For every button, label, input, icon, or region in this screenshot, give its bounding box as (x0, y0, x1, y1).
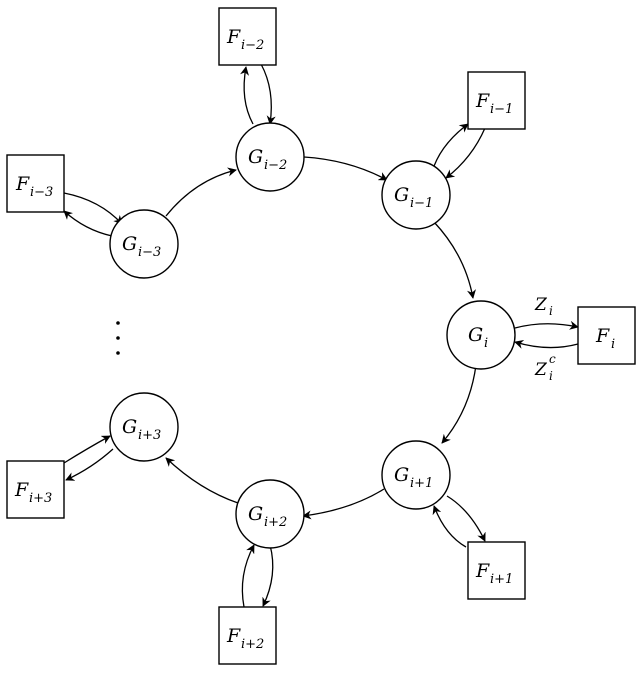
node-f-i: F i (577, 306, 636, 365)
edge-gi-to-fi (514, 320, 579, 330)
edge-fi-to-gi (514, 340, 579, 349)
node-g-i-letter: G (468, 324, 483, 346)
vertical-ellipsis (116, 321, 120, 355)
edge-label-z-in-sub: i (549, 369, 553, 383)
node-g-ip2-letter: G (248, 503, 263, 525)
node-f-im1: F i−1 (467, 71, 526, 130)
node-f-im1-letter: F (475, 90, 490, 112)
node-g-im1-letter: G (394, 184, 409, 206)
node-f-ip3: F i+3 (6, 460, 65, 519)
edge-fim3-to-gim3 (63, 192, 123, 225)
edge-gim1-to-gi (433, 221, 476, 299)
node-g-im1-sub: i−1 (410, 196, 433, 211)
edge-gip1-to-gip2 (302, 488, 385, 520)
node-g-ip3-letter: G (122, 416, 137, 438)
edge-gim3-to-gim2 (165, 167, 237, 217)
edge-gim3-to-fim3 (63, 210, 113, 237)
edge-label-z-out-letter: Z (534, 295, 548, 315)
node-g-im3-letter: G (122, 233, 137, 255)
node-f-im3: F i−3 (6, 154, 65, 213)
edge-label-z-out-sub: i (549, 304, 553, 318)
node-f-im2-sub: i−2 (241, 38, 264, 53)
node-f-im2-letter: F (226, 26, 241, 48)
node-g-ip2: G i+2 (235, 479, 305, 549)
edge-fip1-to-gip1 (432, 505, 467, 548)
edge-label-z-in: Z i c (534, 352, 556, 383)
node-f-ip3-sub: i+3 (29, 491, 52, 506)
node-g-ip1-letter: G (394, 464, 409, 486)
edge-gip2-to-gip3 (165, 457, 239, 504)
node-g-im2-letter: G (248, 146, 263, 168)
node-g-ip3-sub: i+3 (138, 428, 161, 443)
edge-gim2-to-fim2 (240, 66, 254, 125)
node-f-ip1: F i+1 (467, 541, 526, 600)
node-g-i-sub: i (484, 336, 488, 351)
node-g-ip2-sub: i+2 (264, 515, 287, 530)
edge-label-z-out: Z i (534, 295, 553, 318)
node-g-i: G i (446, 300, 516, 370)
edge-gip1-to-fip1 (446, 495, 486, 542)
node-f-i-letter: F (595, 325, 610, 347)
node-f-im2: F i−2 (218, 7, 277, 66)
node-f-i-sub: i (611, 337, 615, 352)
edge-gim1-to-fim1 (431, 123, 469, 173)
edge-label-z-in-letter: Z (534, 360, 548, 380)
node-f-im1-sub: i−1 (490, 102, 513, 117)
node-f-im3-sub: i−3 (30, 185, 53, 200)
edge-fip3-to-gip3 (63, 435, 111, 464)
edge-gi-to-gip1 (441, 364, 477, 444)
edge-fim2-to-gim2 (260, 63, 276, 125)
node-f-ip1-sub: i+1 (490, 572, 513, 587)
node-g-ip1-sub: i+1 (410, 476, 433, 491)
node-f-ip3-letter: F (14, 479, 29, 501)
edge-fip2-to-gip2 (241, 544, 255, 608)
cycle-edges (165, 156, 477, 520)
node-g-im2: G i−2 (235, 122, 305, 192)
edge-gip2-to-fip2 (262, 544, 274, 607)
node-f-im3-letter: F (15, 173, 30, 195)
node-g-im3-sub: i−3 (138, 245, 161, 260)
edge-gim2-to-gim1 (303, 156, 388, 181)
node-f-ip1-letter: F (475, 560, 490, 582)
node-f-ip2: F i+2 (218, 606, 277, 665)
node-g-im2-sub: i−2 (264, 158, 287, 173)
node-g-ip1: G i+1 (381, 440, 451, 510)
edge-fim1-to-gim1 (445, 127, 486, 179)
node-g-ip3: G i+3 (109, 392, 179, 462)
node-f-ip2-sub: i+2 (241, 637, 264, 652)
edge-label-z-in-sup: c (549, 352, 556, 366)
edge-gip3-to-fip3 (65, 448, 114, 481)
node-f-ip2-letter: F (226, 625, 241, 647)
node-g-im1: G i−1 (381, 160, 451, 230)
node-g-im3: G i−3 (109, 209, 179, 279)
